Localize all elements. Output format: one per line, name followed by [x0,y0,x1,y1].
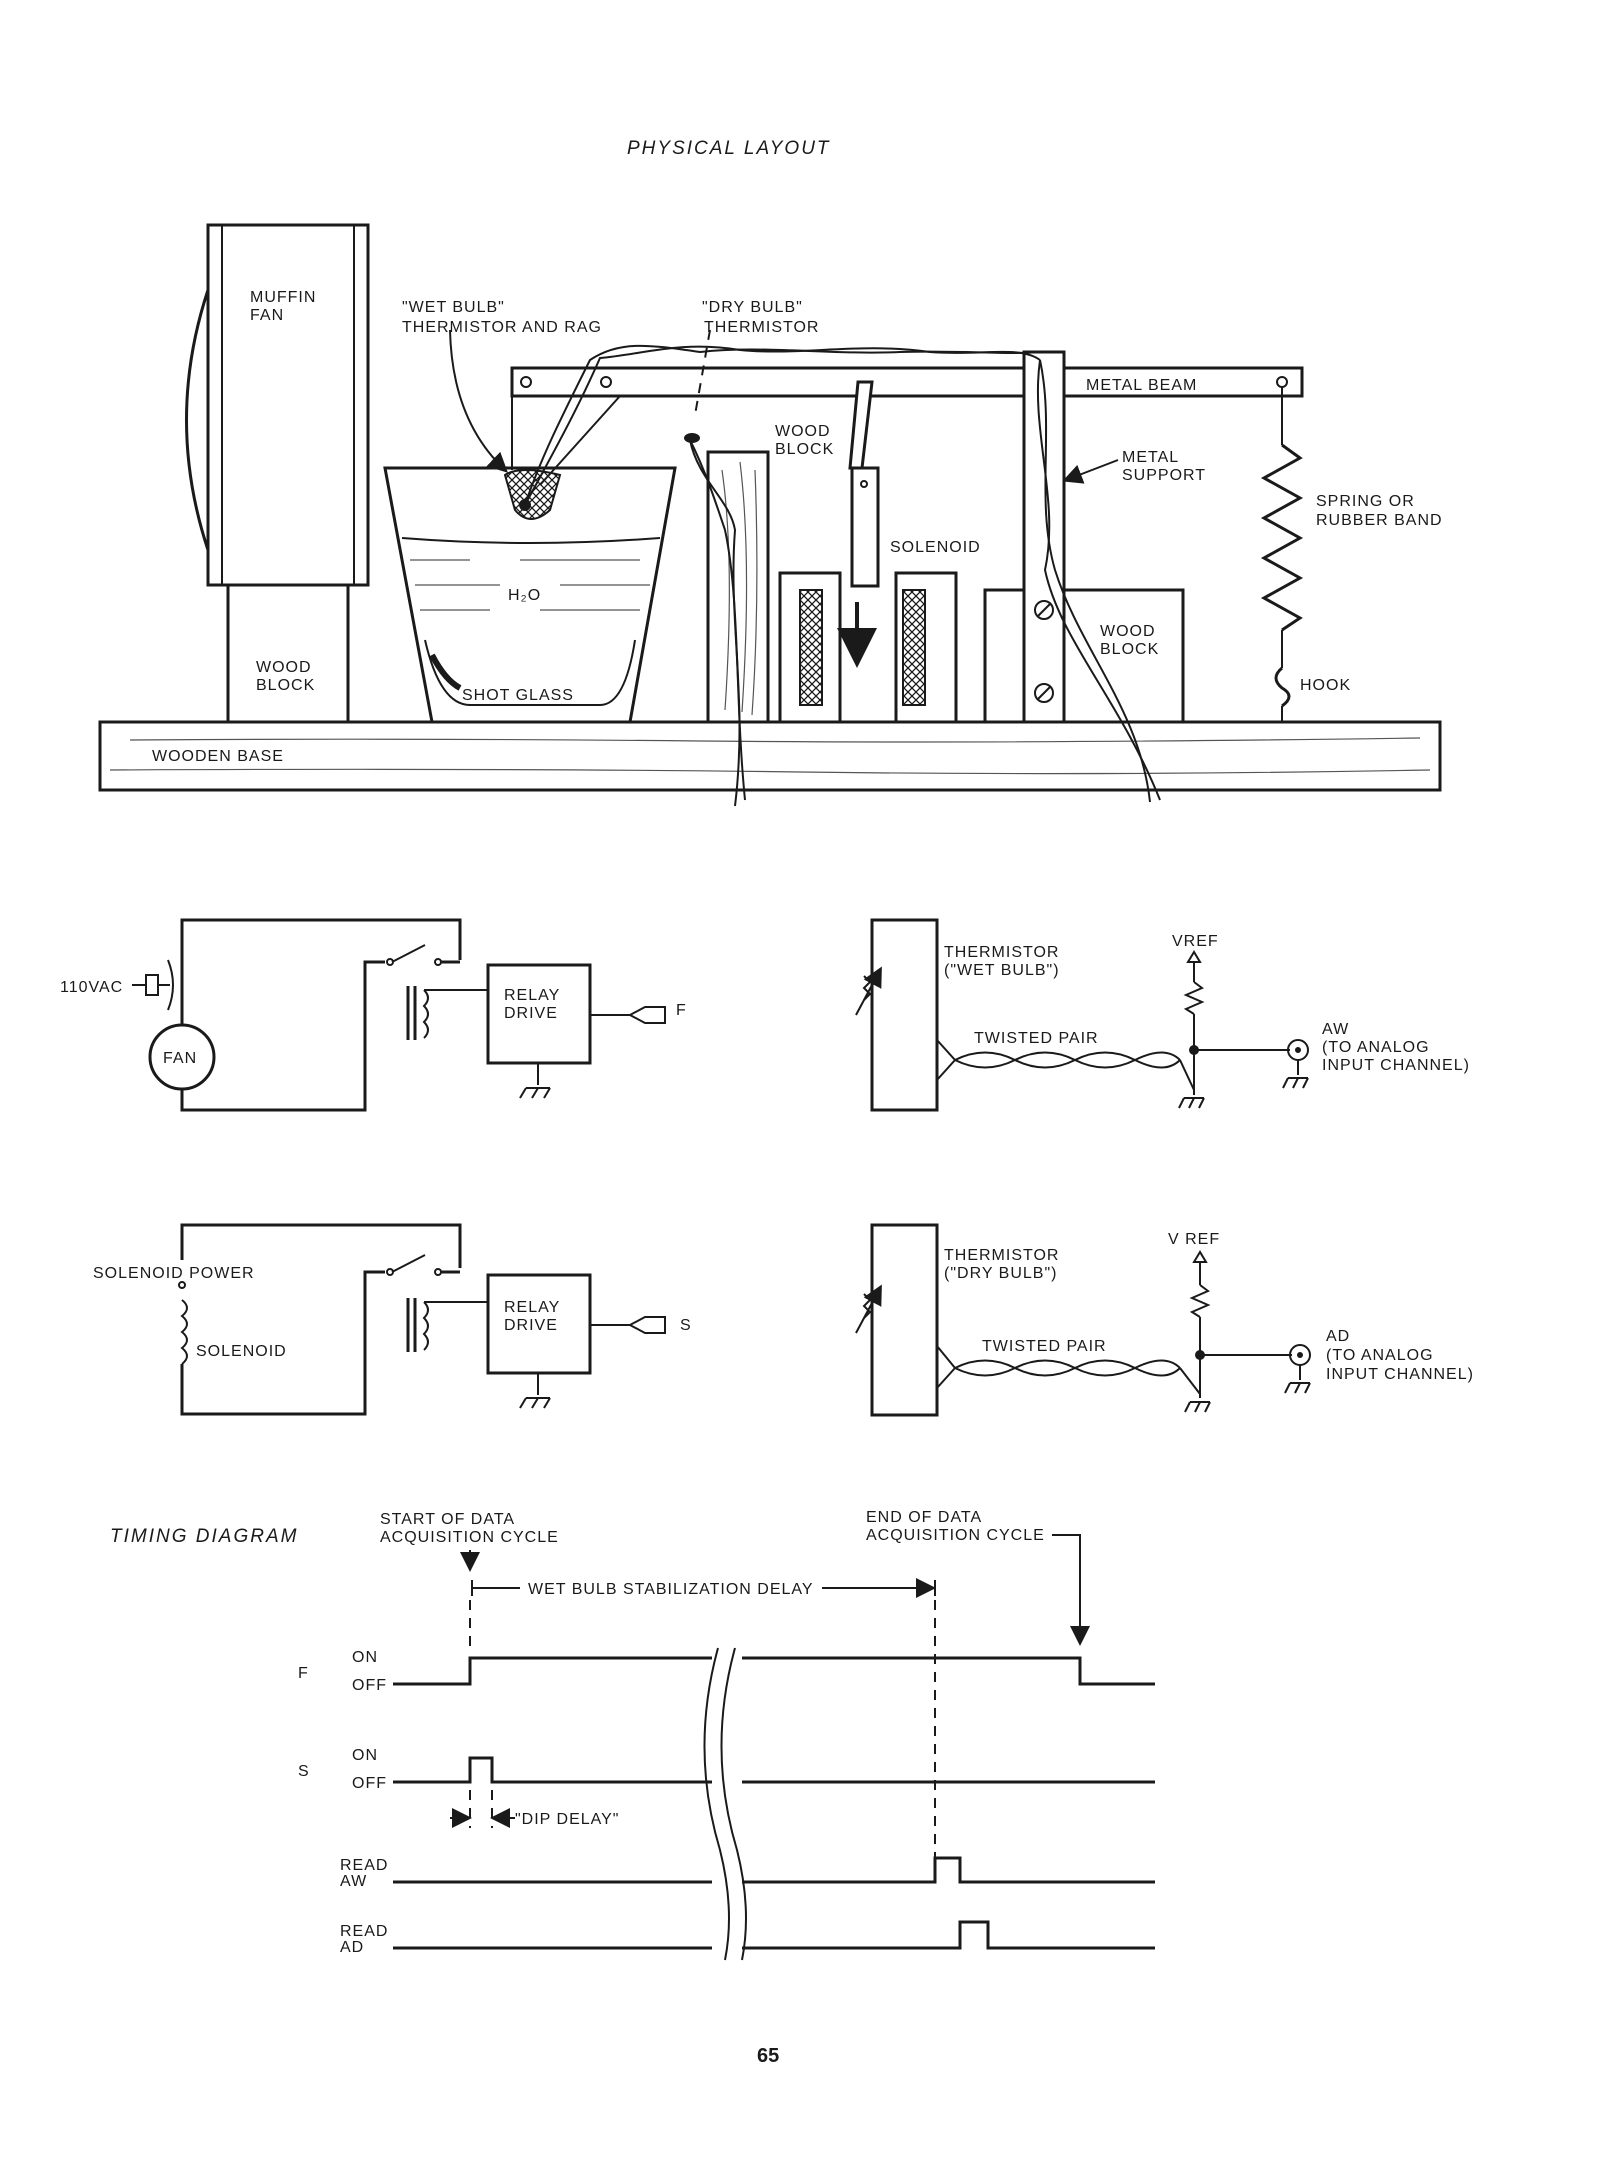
f-on-label: ON [352,1649,378,1666]
start-label-2: ACQUISITION CYCLE [380,1529,559,1546]
spring: SPRING OR RUBBER BAND HOOK [1260,387,1443,722]
dry-output-label-2: (TO ANALOG [1326,1347,1434,1364]
shot-glass-label: SHOT GLASS [462,687,574,704]
shot-glass: H₂O SHOT GLASS [383,466,677,724]
wet-bulb-circuit: THERMISTOR ("WET BULB") TWISTED PAIR VRE… [855,918,1470,1112]
wood-block-right: WOOD BLOCK [983,588,1185,724]
wood-block-left-label-2: BLOCK [256,677,315,694]
wooden-base: WOODEN BASE [98,720,1442,792]
wet-output-label-2: (TO ANALOG [1322,1039,1430,1056]
f-signal-label: F [298,1665,309,1682]
dry-thermistor-label-1: THERMISTOR [944,1247,1059,1264]
h2o-label: H₂O [508,587,541,604]
f-off-label: OFF [352,1677,387,1694]
fan-output-label: F [676,1002,687,1019]
wet-twisted-pair-label: TWISTED PAIR [974,1030,1099,1047]
dip-delay-label: "DIP DELAY" [515,1811,619,1828]
page-number: 65 [757,2045,779,2067]
wood-block-left-label-1: WOOD [256,659,312,676]
dry-output-label-1: AD [1326,1328,1350,1345]
spring-label-1: SPRING OR [1316,493,1415,510]
timing-diagram: TIMING DIAGRAM START OF DATA ACQUISITION… [110,1509,1155,1961]
solenoid-coil-label: SOLENOID [196,1343,287,1360]
muffin-fan: MUFFIN FAN [185,223,370,587]
wood-block-center-label-2: BLOCK [775,441,834,458]
dry-thermistor-label-2: ("DRY BULB") [944,1265,1057,1282]
wet-vref-label: VREF [1172,933,1219,950]
solenoid-output-label: S [680,1317,692,1334]
wet-bulb-label-1: "WET BULB" [402,299,505,316]
muffin-fan-label-1: MUFFIN [250,289,316,306]
ad-label-1: READ [340,1923,388,1940]
s-off-label: OFF [352,1775,387,1792]
s-signal-label: S [298,1763,310,1780]
solenoid-power-label: SOLENOID POWER [93,1265,255,1282]
dry-bulb-label-1: "DRY BULB" [702,299,803,316]
start-label-1: START OF DATA [380,1511,515,1528]
aw-label-1: READ [340,1857,388,1874]
wet-bulb-rag [503,469,562,520]
solenoid-relay-label-2: DRIVE [504,1317,558,1334]
muffin-fan-label-2: FAN [250,307,284,324]
hook-label: HOOK [1300,677,1351,694]
wooden-base-label: WOODEN BASE [152,748,284,765]
timing-title: TIMING DIAGRAM [110,1526,298,1547]
fan-label: FAN [163,1050,197,1067]
metal-support-label-2: SUPPORT [1122,467,1206,484]
wood-block-left: WOOD BLOCK [226,583,350,724]
dry-output-label-3: INPUT CHANNEL) [1326,1366,1474,1383]
fan-source-label: 110VAC [60,979,123,996]
wood-block-center-label-1: WOOD [775,423,831,440]
wet-thermistor-label-1: THERMISTOR [944,944,1059,961]
fan-relay-label-2: DRIVE [504,1005,558,1022]
wet-bulb-label-2: THERMISTOR AND RAG [402,319,602,336]
wood-block-right-label-2: BLOCK [1100,641,1159,658]
fan-relay-label-1: RELAY [504,987,560,1004]
metal-beam-label: METAL BEAM [1086,377,1197,394]
end-label-2: ACQUISITION CYCLE [866,1527,1045,1544]
dry-bulb-circuit: THERMISTOR ("DRY BULB") TWISTED PAIR V R… [855,1223,1474,1417]
metal-beam: METAL BEAM [510,366,1304,486]
physical-layout-title: PHYSICAL LAYOUT [627,138,831,159]
wood-block-right-label-1: WOOD [1100,623,1156,640]
solenoid-relay-label-1: RELAY [504,1299,560,1316]
aw-label-2: AW [340,1873,367,1890]
dry-bulb-label-2: THERMISTOR [704,319,819,336]
metal-support: METAL SUPPORT [1022,350,1206,724]
solenoid-label: SOLENOID [890,539,981,556]
fan-circuit: 110VAC FAN RELAY DRIVE F [60,918,687,1112]
stabilization-delay-label: WET BULB STABILIZATION DELAY [528,1581,814,1598]
end-label-1: END OF DATA [866,1509,982,1526]
spring-label-2: RUBBER BAND [1316,512,1443,529]
wet-thermistor-label-2: ("WET BULB") [944,962,1060,979]
s-on-label: ON [352,1747,378,1764]
solenoid-circuit: SOLENOID POWER SOLENOID RELAY DRIVE S [93,1223,692,1416]
ad-label-2: AD [340,1939,364,1956]
metal-support-label-1: METAL [1122,449,1179,466]
dry-vref-label: V REF [1168,1231,1220,1248]
wet-output-label-3: INPUT CHANNEL) [1322,1057,1470,1074]
dry-twisted-pair-label: TWISTED PAIR [982,1338,1107,1355]
wet-output-label-1: AW [1322,1021,1349,1038]
solenoid-assembly: SOLENOID [778,380,981,724]
